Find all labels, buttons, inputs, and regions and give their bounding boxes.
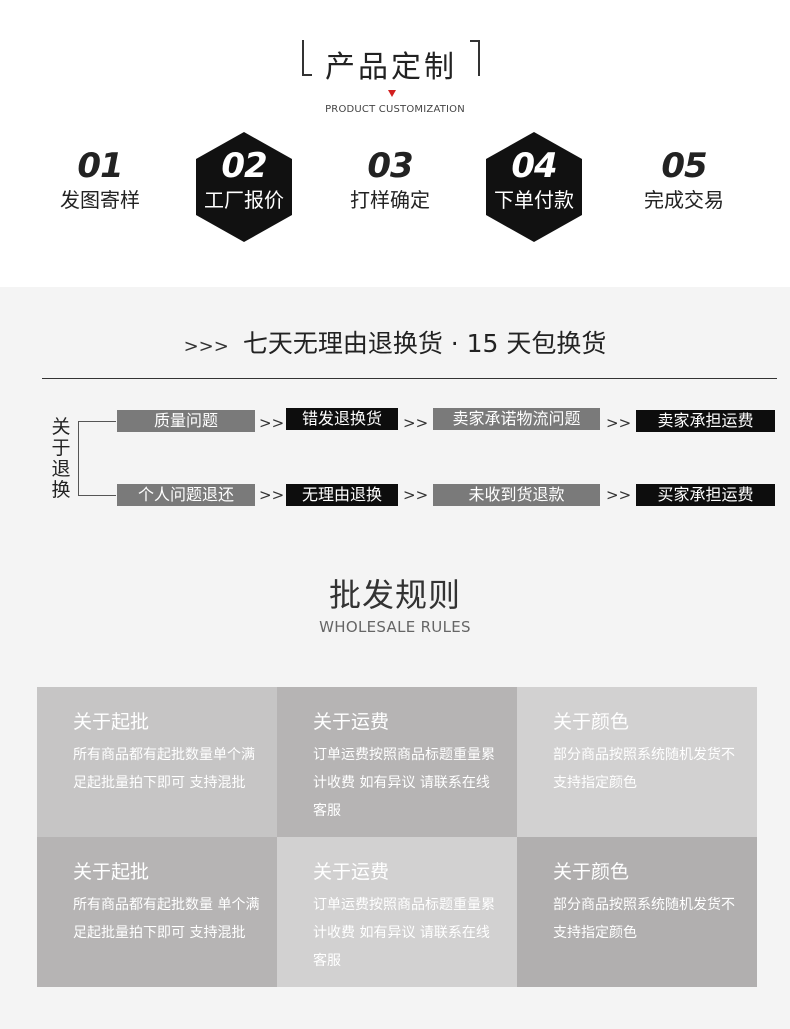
- rule-card-title: 关于运费: [313, 711, 390, 733]
- step-label: 打样确定: [350, 188, 430, 212]
- rule-card-body: 部分商品按照系统随机发货不支持指定颜色: [553, 747, 735, 791]
- wholesale-title: 批发规则: [328, 576, 461, 614]
- rule-card-title: 关于起批: [73, 861, 150, 883]
- step-number: 01: [77, 146, 123, 186]
- side-label-char: 退: [51, 458, 71, 480]
- rule-card-title: 关于颜色: [553, 711, 630, 733]
- rule-card-body: 部分商品按照系统随机发货不支持指定颜色: [553, 897, 735, 941]
- flow-separator: >>: [403, 486, 429, 504]
- rule-card: 关于运费订单运费按照商品标题重量累计收费 如有异议 请联系在线客服: [277, 837, 517, 987]
- title-bracket-right: [470, 40, 480, 76]
- rule-card-body: 所有商品都有起批数量 单个满足起批量拍下即可 支持混批: [73, 897, 260, 941]
- rule-card-body: 所有商品都有起批数量单个满足起批量拍下即可 支持混批: [73, 747, 255, 791]
- flow-separator: >>: [259, 486, 285, 504]
- step-number: 03: [367, 146, 413, 186]
- section-subtitle: PRODUCT CUSTOMIZATION: [325, 104, 465, 115]
- flow-separator: >>: [403, 414, 429, 432]
- step-label: 工厂报价: [204, 188, 284, 212]
- step-number: 05: [661, 146, 707, 186]
- policy-title: >>> 七天无理由退换货 · 15 天包换货: [0, 324, 790, 360]
- side-label-char: 于: [51, 437, 71, 459]
- step-label: 下单付款: [494, 188, 574, 212]
- flow-tag: 无理由退换: [286, 484, 398, 506]
- policy-arrows: >>>: [183, 336, 229, 357]
- rule-card: 关于起批所有商品都有起批数量 单个满足起批量拍下即可 支持混批: [37, 837, 277, 987]
- side-label-char: 关: [51, 416, 71, 438]
- rule-card-title: 关于运费: [313, 861, 390, 883]
- flow-tag: 买家承担运费: [636, 484, 775, 506]
- rule-card-title: 关于颜色: [553, 861, 630, 883]
- step-number: 02: [221, 146, 267, 186]
- step-label: 完成交易: [644, 188, 724, 212]
- rule-card: 关于起批所有商品都有起批数量单个满足起批量拍下即可 支持混批: [37, 687, 277, 837]
- flow-tag: 卖家承诺物流问题: [433, 408, 600, 430]
- flow-separator: >>: [606, 486, 632, 504]
- hexagon-shape: [486, 132, 582, 242]
- flow-bracket: [78, 421, 116, 496]
- rule-card-title: 关于起批: [73, 711, 150, 733]
- flow-separator: >>: [606, 414, 632, 432]
- triangle-down-icon: [388, 90, 396, 97]
- side-label-char: 换: [51, 479, 71, 501]
- wholesale-grid: 关于起批所有商品都有起批数量单个满足起批量拍下即可 支持混批关于运费订单运费按照…: [37, 687, 757, 987]
- flow-tag: 个人问题退还: [117, 484, 255, 506]
- wholesale-subtitle: WHOLESALE RULES: [319, 618, 471, 636]
- section-title-box: 产品定制: [302, 40, 480, 85]
- policy-title-text: 七天无理由退换货 · 15 天包换货: [242, 329, 607, 358]
- hexagon-shape: [196, 132, 292, 242]
- rule-card: 关于颜色部分商品按照系统随机发货不支持指定颜色: [517, 837, 757, 987]
- step-number: 04: [511, 146, 557, 186]
- flow-tag: 卖家承担运费: [636, 410, 775, 432]
- section-title: 产品定制: [325, 50, 457, 85]
- title-bracket-left: [302, 40, 312, 76]
- flow-separator: >>: [259, 414, 285, 432]
- flow-tag: 未收到货退款: [433, 484, 600, 506]
- policy-section: >>> 七天无理由退换货 · 15 天包换货 关 于 退 换 质量问题 >> 错发…: [0, 287, 790, 1029]
- rule-card-body: 订单运费按照商品标题重量累计收费 如有异议 请联系在线客服: [313, 897, 495, 969]
- step-label: 发图寄样: [60, 188, 140, 212]
- rule-card: 关于颜色部分商品按照系统随机发货不支持指定颜色: [517, 687, 757, 837]
- flow-tag: 错发退换货: [286, 408, 398, 430]
- rule-card: 关于运费订单运费按照商品标题重量累计收费 如有异议 请联系在线客服: [277, 687, 517, 837]
- side-label: 关 于 退 换: [48, 417, 74, 501]
- flow-tag: 质量问题: [117, 410, 255, 432]
- divider: [42, 378, 777, 379]
- rule-card-body: 订单运费按照商品标题重量累计收费 如有异议 请联系在线客服: [313, 747, 495, 819]
